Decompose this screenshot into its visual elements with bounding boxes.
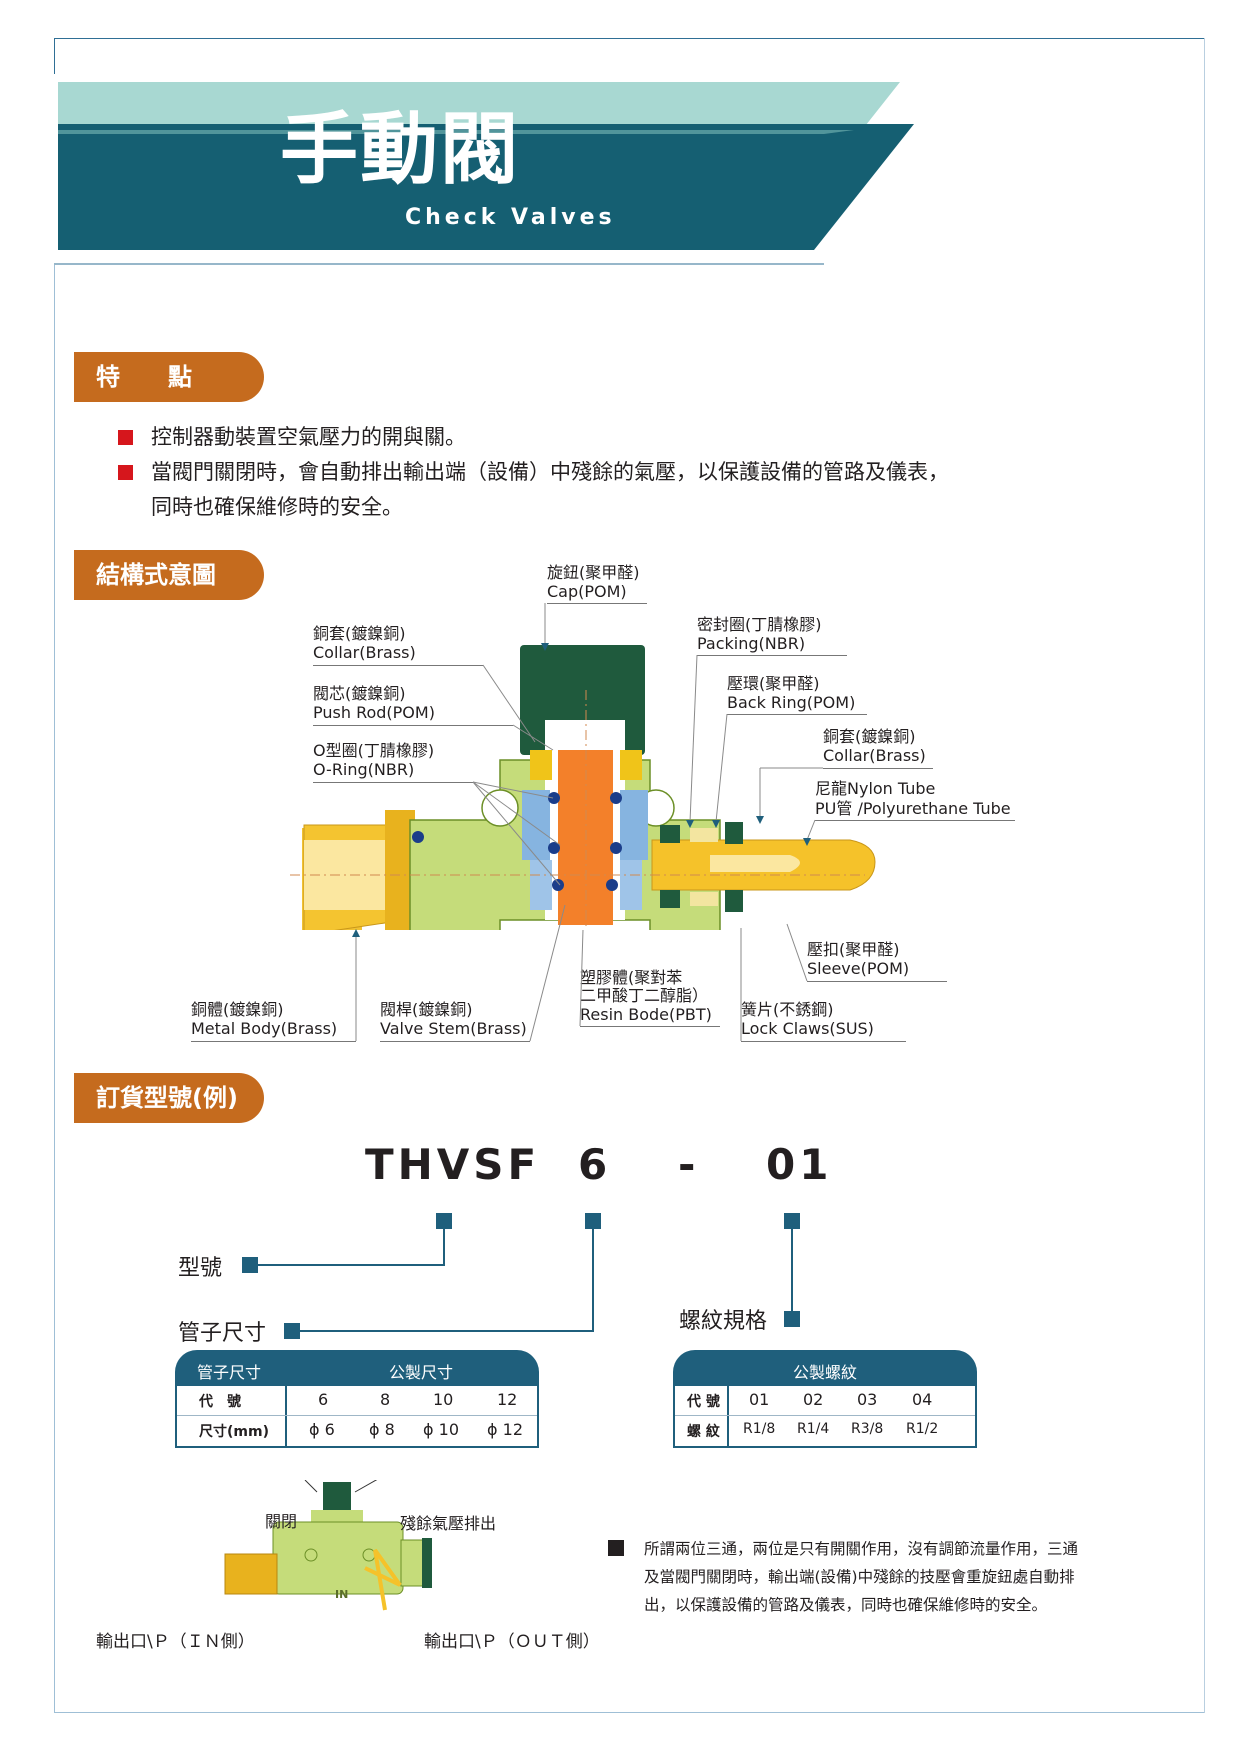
- valve-cross-section-diagram: [290, 645, 876, 930]
- code-size: 6: [578, 1140, 612, 1189]
- structure-heading: 結構式意圖: [74, 550, 264, 600]
- label-stem-en: Valve Stem(Brass): [380, 1019, 527, 1038]
- valve-exterior-illustration: IN: [224, 1480, 432, 1611]
- label-thread: 螺紋規格: [679, 1309, 768, 1334]
- frame-bottom-line: [54, 1712, 1204, 1713]
- label-in-side: 輸出口\Ｐ（ＩＮ側）: [96, 1632, 255, 1652]
- thread-table-header: 公製螺紋: [673, 1350, 977, 1386]
- label-pushrod-en: Push Rod(POM): [313, 703, 435, 722]
- feature-item-continued: 同時也確保維修時的安全。: [151, 495, 403, 519]
- code-dash: -: [678, 1140, 700, 1189]
- label-collar-en: Collar(Brass): [313, 643, 416, 662]
- label-cap-zh: 旋鈕(聚甲醛): [547, 563, 640, 582]
- code-model: THVSF: [365, 1140, 541, 1189]
- label-packing-zh: 密封圈(丁腈橡膠): [697, 615, 822, 634]
- bullet-icon: [118, 430, 133, 445]
- label-resin-zh: 二甲酸丁二醇脂）: [580, 986, 709, 1005]
- label-sleeve-en: Sleeve(POM): [807, 959, 910, 978]
- label-packing-en: Packing(NBR): [697, 634, 806, 653]
- label-backring-en: Back Ring(POM): [727, 693, 856, 712]
- code-marker: [436, 1213, 452, 1229]
- label-claws-zh: 簧片(不銹鋼): [741, 1000, 834, 1019]
- label-oring-en: O-Ring(NBR): [313, 760, 415, 779]
- label-stem-zh: 閥桿(鍍鎳銅): [380, 1000, 473, 1019]
- frame-left-line: [54, 265, 55, 1713]
- header-banner: [54, 82, 914, 265]
- frame-top-line: [54, 38, 1204, 39]
- size-table: 代 號 尺寸(mm) 6 8 10 12 ϕ 6 ϕ 8 ϕ 10 ϕ 12: [175, 1386, 539, 1448]
- label-resin-en: Resin Bode(PBT): [580, 1005, 712, 1024]
- label-marker: [284, 1323, 300, 1339]
- label-resin-zh: 塑膠體(聚對苯: [580, 968, 683, 987]
- label-backring-zh: 壓環(聚甲醛): [727, 674, 820, 693]
- label-model: 型號: [178, 1256, 223, 1281]
- label-size: 管子尺寸: [178, 1321, 267, 1346]
- label-cap-en: Cap(POM): [547, 582, 627, 601]
- label-marker: [784, 1311, 800, 1327]
- svg-text:IN: IN: [335, 1588, 348, 1601]
- label-claws-en: Lock Claws(SUS): [741, 1019, 874, 1038]
- label-pu-tube: PU管 /Polyurethane Tube: [815, 799, 1011, 818]
- note-text: 所謂兩位三通，兩位是只有開關作用，沒有調節流量作用，三通 及當閥門關閉時，輸出端…: [644, 1540, 1079, 1614]
- label-nylon-tube: 尼龍Nylon Tube: [815, 779, 936, 798]
- label-metalbody-en: Metal Body(Brass): [191, 1019, 338, 1038]
- thread-table: 代 號 螺 紋 01 02 03 04 R1/8 R1/4 R3/8 R1/2: [673, 1386, 977, 1448]
- code-thread: 01: [766, 1140, 833, 1189]
- size-table-header: 管子尺寸 公製尺寸: [175, 1350, 539, 1386]
- label-sleeve-zh: 壓扣(聚甲醛): [807, 940, 900, 959]
- page-title: 手動閥: [280, 105, 521, 195]
- label-pushrod-zh: 閥芯(鍍鎳銅): [313, 684, 406, 703]
- feature-item: 當閥門關閉時，會自動排出輸出端（設備）中殘餘的氣壓，以保護設備的管路及儀表，: [118, 455, 949, 489]
- label-collar2-zh: 銅套(鍍鎳銅): [823, 727, 916, 746]
- frame-right-line: [1204, 38, 1205, 1713]
- order-heading: 訂貨型號(例): [74, 1073, 264, 1123]
- code-marker: [784, 1213, 800, 1229]
- label-collar-zh: 銅套(鍍鎳銅): [313, 624, 406, 643]
- frame-left-line: [54, 38, 55, 74]
- label-close: 關閉: [265, 1512, 298, 1531]
- label-collar2-en: Collar(Brass): [823, 746, 926, 765]
- label-marker: [242, 1257, 258, 1273]
- note-bullet-icon: [608, 1540, 624, 1556]
- code-marker: [585, 1213, 601, 1229]
- label-exhaust: 殘餘氣壓排出: [400, 1514, 497, 1533]
- label-metalbody-zh: 銅體(鍍鎳銅): [191, 1000, 284, 1019]
- page-subtitle: Check Valves: [405, 205, 616, 230]
- bullet-icon: [118, 465, 133, 480]
- features-heading: 特 點: [74, 352, 264, 402]
- label-out-side: 輸出口\Ｐ（ＯＵＴ側）: [424, 1632, 600, 1652]
- label-oring-zh: O型圈(丁腈橡膠): [313, 741, 435, 760]
- feature-item: 控制器動裝置空氣壓力的開與關。: [118, 420, 466, 454]
